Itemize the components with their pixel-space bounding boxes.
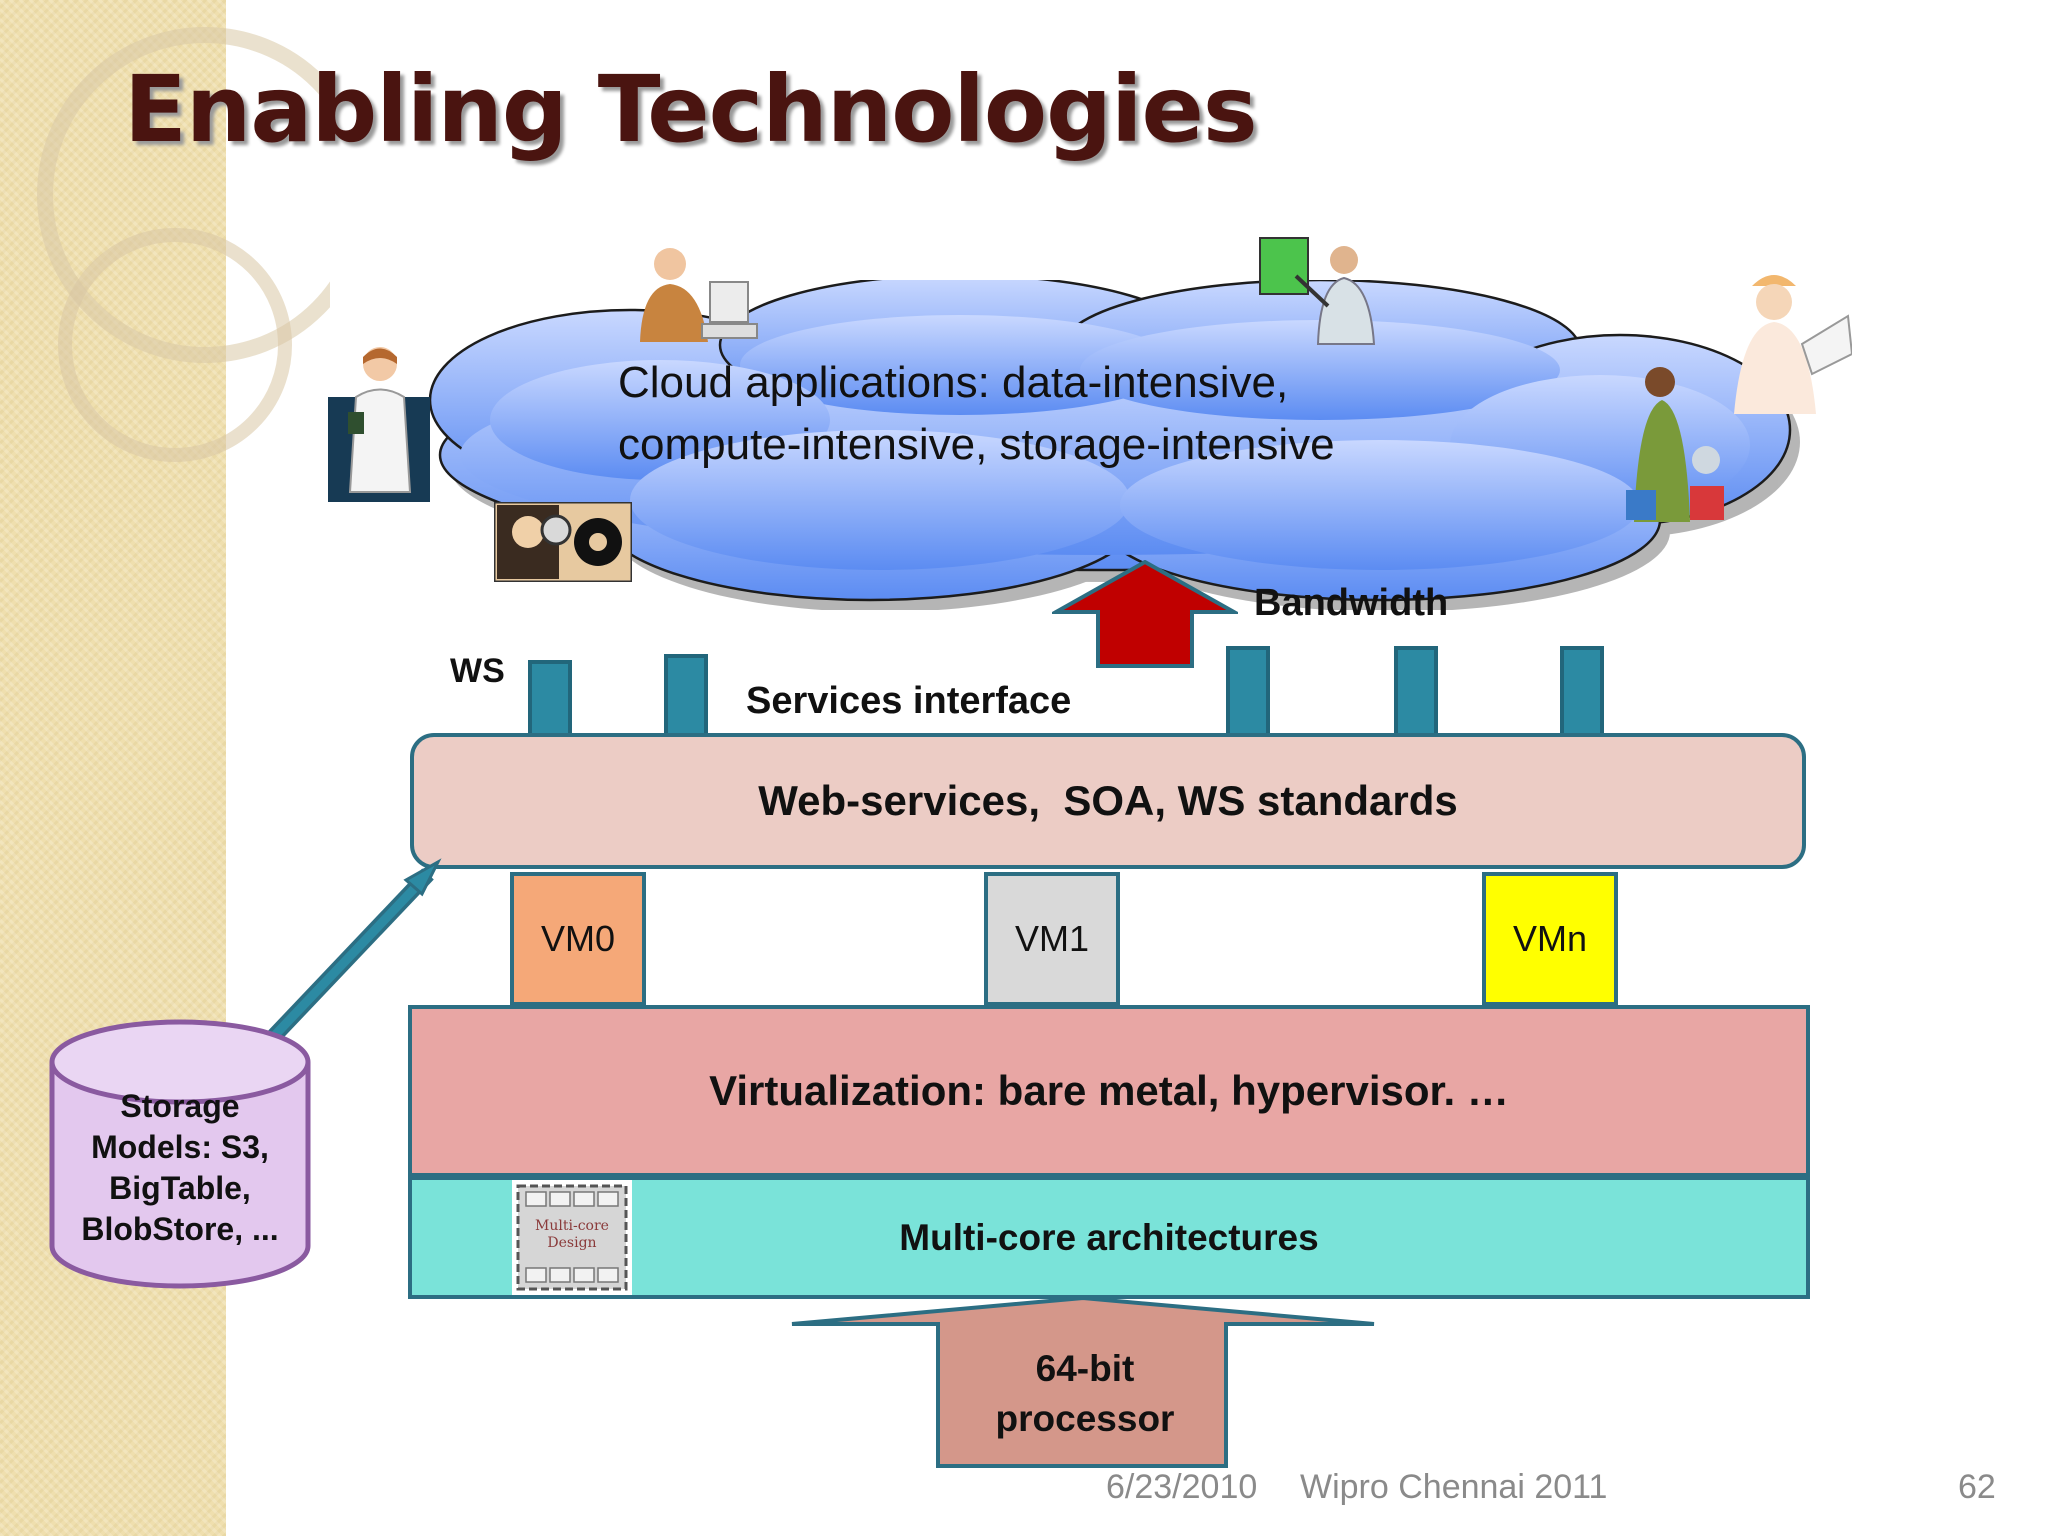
decorative-rings: [37, 27, 330, 462]
ws-label: WS: [450, 652, 505, 690]
web-services-layer: Web-services, SOA, WS standards: [410, 733, 1806, 869]
virtualization-label: Virtualization: bare metal, hypervisor. …: [709, 1067, 1509, 1114]
tourist-group-clipart-icon: [1626, 367, 1724, 522]
service-tab: [1394, 646, 1438, 750]
footer-page-number: 62: [1958, 1468, 1996, 1506]
cloud-text-line1: Cloud applications: data-intensive,: [618, 358, 1289, 407]
vm1-box: VM1: [984, 872, 1120, 1006]
vm0-box: VM0: [510, 872, 646, 1006]
processor-line1: 64-bit: [1035, 1348, 1135, 1389]
chip-label-line2: Design: [547, 1235, 596, 1251]
processor-arrow-icon: [791, 1296, 1375, 1468]
storage-line3: BigTable,: [109, 1170, 251, 1206]
processor-line2: processor: [995, 1398, 1175, 1439]
slide-title: Enabling Technologies: [124, 56, 1258, 163]
virtualization-layer: Virtualization: bare metal, hypervisor. …: [408, 1005, 1810, 1177]
web-services-label: Web-services, SOA, WS standards: [758, 777, 1458, 824]
storage-line2: Models: S3,: [91, 1129, 269, 1165]
bandwidth-arrow-icon: [1052, 560, 1238, 668]
storage-line1: Storage: [120, 1088, 240, 1124]
storage-models-text: Storage Models: S3, BigTable, BlobStore,…: [58, 1086, 302, 1250]
cloud-text-line2: compute-intensive, storage-intensive: [618, 420, 1335, 469]
multicore-label: Multi-core architectures: [899, 1216, 1319, 1258]
doctor-clipart-icon: [328, 347, 430, 502]
service-tab: [1560, 646, 1604, 750]
vmn-box: VMn: [1482, 872, 1618, 1006]
storage-line4: BlobStore, ...: [81, 1211, 279, 1247]
presenter-clipart-icon: [1259, 237, 1376, 345]
chip-label-line1: Multi-core: [535, 1218, 609, 1234]
processor-text: 64-bit processor: [940, 1344, 1230, 1444]
vm-label: VM1: [1014, 918, 1090, 959]
gears-clipart-icon: [494, 502, 632, 582]
office-worker-clipart-icon: [640, 248, 758, 342]
footer-date: 6/23/2010: [1106, 1468, 1258, 1506]
storage-cylinder-icon: [49, 1019, 311, 1289]
multicore-layer: Multi-core architectures: [408, 1176, 1810, 1299]
vm-label: VMn: [1512, 918, 1588, 959]
vm-label: VM0: [540, 918, 616, 959]
bandwidth-label: Bandwidth: [1254, 582, 1449, 624]
cloud-shape: [428, 280, 1800, 610]
multicore-chip-icon: Multi-core Design: [512, 1180, 632, 1295]
footer-organization: Wipro Chennai 2011: [1300, 1468, 1608, 1506]
services-interface-label: Services interface: [746, 680, 1072, 722]
architect-clipart-icon: [1734, 275, 1852, 414]
cloud-applications-text: Cloud applications: data-intensive, comp…: [618, 352, 1335, 476]
